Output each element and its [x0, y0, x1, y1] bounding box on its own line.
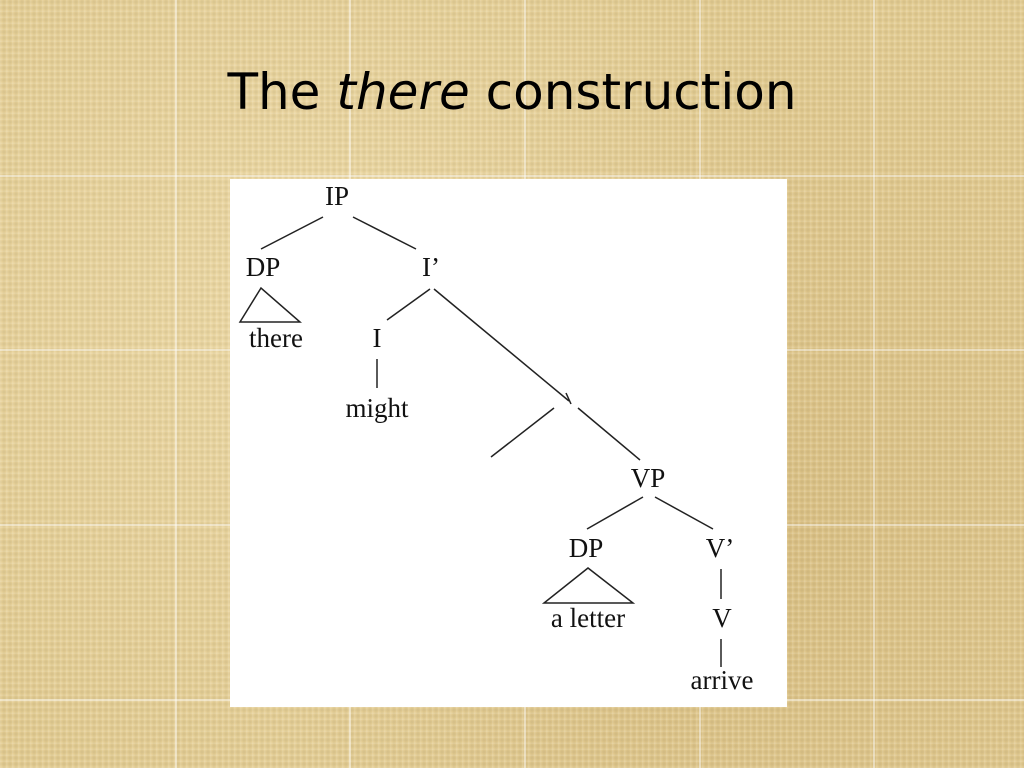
edge-i-bar-vp [433, 288, 570, 402]
tree-triangles [238, 286, 636, 604]
gap-mark-right-upper [565, 392, 572, 405]
tree-ellipsis-gap [490, 392, 572, 458]
edge-i-bar-vp-lower [577, 407, 641, 461]
node-dp-object: DP [569, 533, 604, 563]
edge-vp-v-bar [654, 496, 714, 530]
node-v-bar: V’ [706, 533, 735, 563]
node-i-head: I [373, 323, 382, 353]
node-might: might [345, 393, 409, 423]
gap-mark-left [490, 407, 555, 458]
node-arrive: arrive [691, 665, 754, 695]
edge-ip-i-bar [352, 216, 417, 250]
title-word-there: there [336, 63, 470, 121]
title-word-construction: construction [485, 63, 797, 121]
triangle-dp-object-a-letter [541, 567, 636, 604]
edge-ip-dp-subject [260, 216, 324, 250]
edge-i-bar-i-head [386, 288, 431, 321]
node-i-bar: I’ [422, 252, 440, 282]
syntax-tree-panel: IP DP I’ there I might VP DP V’ a letter… [230, 179, 787, 707]
node-there: there [249, 323, 303, 353]
tree-edges [260, 216, 722, 667]
triangle-dp-subject-there [238, 286, 303, 323]
edge-vp-dp-object [586, 496, 644, 530]
node-a-letter: a letter [551, 603, 625, 633]
node-vp: VP [631, 463, 666, 493]
tree-labels: IP DP I’ there I might VP DP V’ a letter… [246, 181, 754, 695]
node-dp-subject: DP [246, 252, 281, 282]
slide-title: The there construction [0, 62, 1024, 122]
node-v-head: V [712, 603, 732, 633]
syntax-tree-diagram: IP DP I’ there I might VP DP V’ a letter… [238, 181, 754, 695]
node-ip: IP [325, 181, 349, 211]
title-word-the: The [227, 63, 321, 121]
